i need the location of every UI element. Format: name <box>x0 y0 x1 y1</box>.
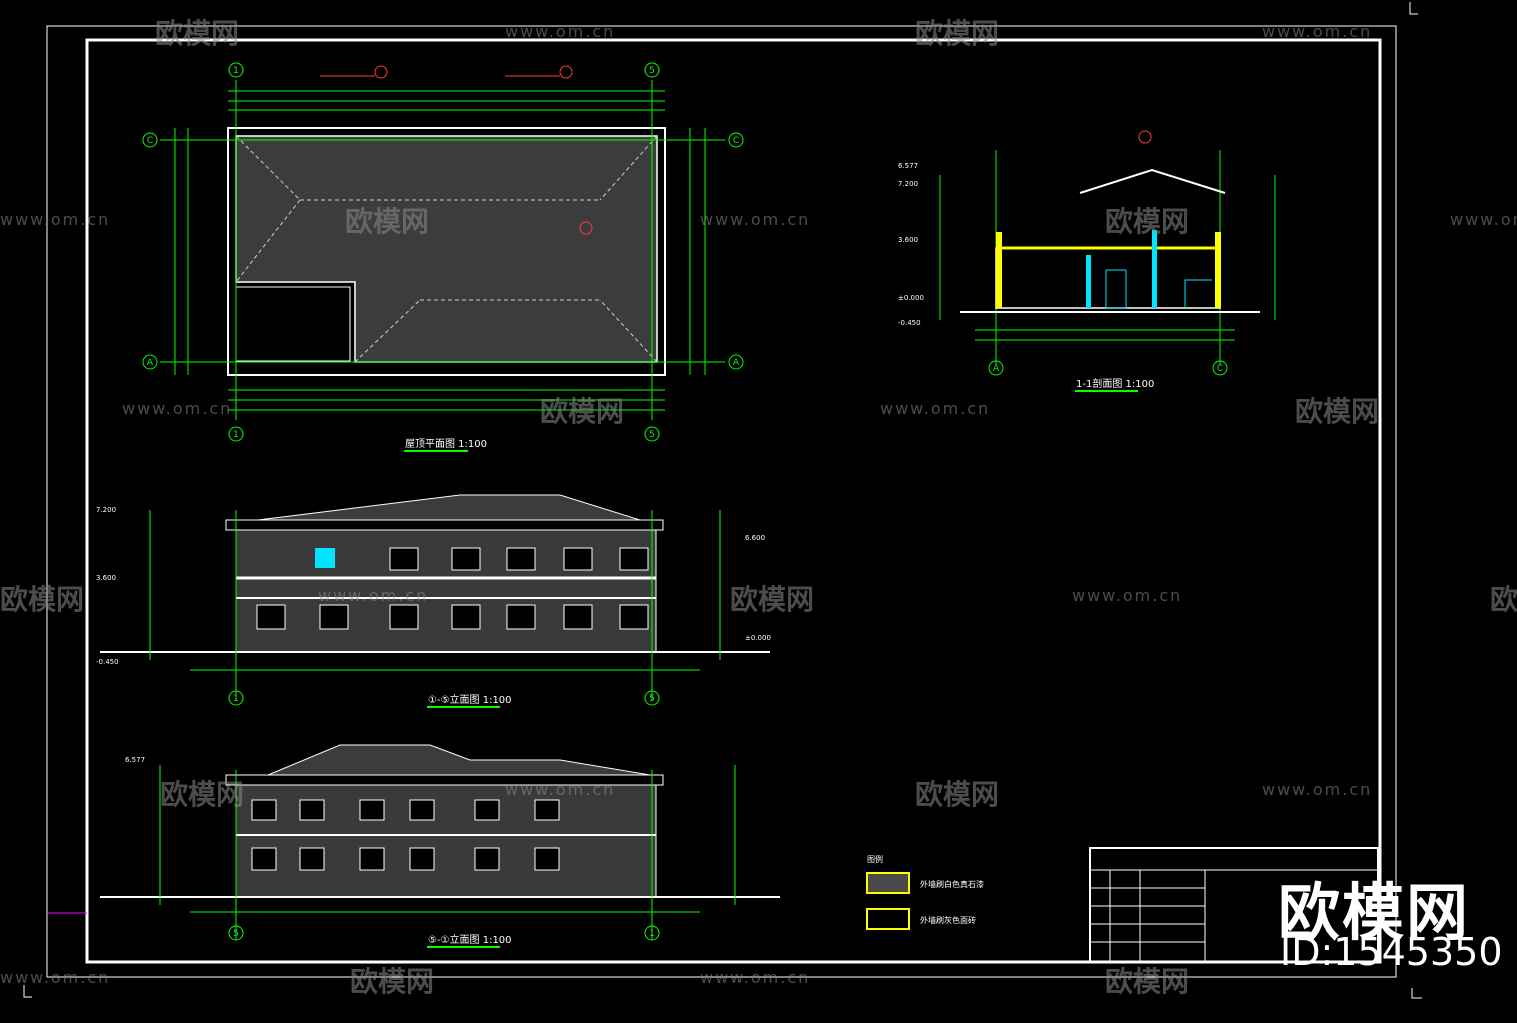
watermark-url: www.om.cn <box>122 399 233 418</box>
grid-label-1-bottom: 1 <box>233 430 239 440</box>
watermark-url: www.om.cn <box>1262 22 1373 41</box>
watermark-url: www.om.cn <box>505 780 616 799</box>
section-level-1: 6.577 <box>898 162 918 170</box>
grid-label-a-section: A <box>993 364 1000 374</box>
roof-plan <box>160 65 725 420</box>
back-elevation <box>100 744 780 940</box>
level-marks: 6.577 7.200 3.600 ±0.000 -0.450 7.200 6.… <box>96 162 924 764</box>
drawing-titles: 屋顶平面图 1:100 1-1剖面图 1:100 ①-⑤立面图 1:100 ⑤-… <box>404 377 1154 948</box>
grid-label-1: 1 <box>233 66 239 76</box>
grid-label-1-back: 1 <box>649 929 655 939</box>
grid-bubbles: 1 5 1 5 C A C A A C 1 5 5 1 <box>142 62 1228 941</box>
grid-label-a-left: A <box>147 358 154 368</box>
section-title: 1-1剖面图 1:100 <box>1076 377 1154 390</box>
watermark-logo: 欧模网 <box>345 205 430 238</box>
watermark-logo: 欧模网 <box>0 583 85 616</box>
section-level-3: 3.600 <box>898 236 918 244</box>
watermark-logo: 欧模网 <box>1490 583 1517 616</box>
legend-item-1: 外墙刷白色真石漆 <box>920 879 984 889</box>
section-level-5: -0.450 <box>898 319 921 327</box>
legend-item-2: 外墙刷灰色面砖 <box>920 915 976 925</box>
watermark-logo: 欧模网 <box>155 17 240 50</box>
legend-title: 图例 <box>867 854 883 864</box>
grid-label-5-front: 5 <box>649 694 655 704</box>
elev-level-5: -0.450 <box>96 658 119 666</box>
roof-plan-title: 屋顶平面图 1:100 <box>405 438 487 450</box>
section-1-1 <box>939 130 1276 365</box>
grid-label-5-bottom: 5 <box>649 430 655 440</box>
front-elevation-title: ①-⑤立面图 1:100 <box>428 693 512 706</box>
watermark-logo: 欧模网 <box>350 965 435 998</box>
legend <box>866 872 910 930</box>
grid-label-5-back: 5 <box>233 929 239 939</box>
watermark-logo: 欧模网 <box>915 778 1000 811</box>
watermark-logo: 欧模网 <box>540 395 625 428</box>
watermark-url: www.om.cn <box>0 210 111 229</box>
watermark-logo: 欧模网 <box>160 778 245 811</box>
watermark-url: www.om.cn <box>318 586 429 605</box>
watermark-logo: 欧模网 <box>1295 395 1380 428</box>
watermark-url: www.om.cn <box>1072 586 1183 605</box>
elev-level-3: 3.600 <box>96 574 116 582</box>
elev-level-4: ±0.000 <box>745 634 771 642</box>
front-elevation <box>100 494 770 700</box>
elev-level-1: 7.200 <box>96 506 116 514</box>
watermark-url: www.om.cn <box>0 968 111 987</box>
watermark-url: www.om.cn <box>505 22 616 41</box>
sheet-frame <box>23 2 1422 999</box>
watermark-logo: 欧模网 <box>915 17 1000 50</box>
elev-level-6: 6.577 <box>125 756 145 764</box>
grid-label-5: 5 <box>649 66 655 76</box>
brand-logo-text: 欧模网 <box>1278 876 1471 949</box>
grid-label-c-right: C <box>733 136 739 146</box>
watermark-url: www.om.cn <box>700 968 811 987</box>
legend-text: 图例 外墙刷白色真石漆 外墙刷灰色面砖 <box>867 854 984 925</box>
grid-label-a-right: A <box>733 358 740 368</box>
watermark-url: www.om.cn <box>880 399 991 418</box>
watermark-url: www.om.cn <box>1450 210 1517 229</box>
section-level-4: ±0.000 <box>898 294 924 302</box>
grid-label-c-left: C <box>147 136 153 146</box>
elev-level-2: 6.600 <box>745 534 765 542</box>
watermark-logo: 欧模网 <box>1105 965 1190 998</box>
section-level-2: 7.200 <box>898 180 918 188</box>
back-elevation-title: ⑤-①立面图 1:100 <box>428 933 512 946</box>
watermark-url: www.om.cn <box>1262 780 1373 799</box>
watermark-url: www.om.cn <box>700 210 811 229</box>
title-block <box>1089 847 1379 963</box>
grid-label-1-front: 1 <box>233 694 239 704</box>
watermark-logo: 欧模网 <box>730 583 815 616</box>
grid-label-c-section: C <box>1217 364 1223 374</box>
brand-id-text: ID:1545350 <box>1280 930 1503 974</box>
watermark-logo: 欧模网 <box>1105 205 1190 238</box>
